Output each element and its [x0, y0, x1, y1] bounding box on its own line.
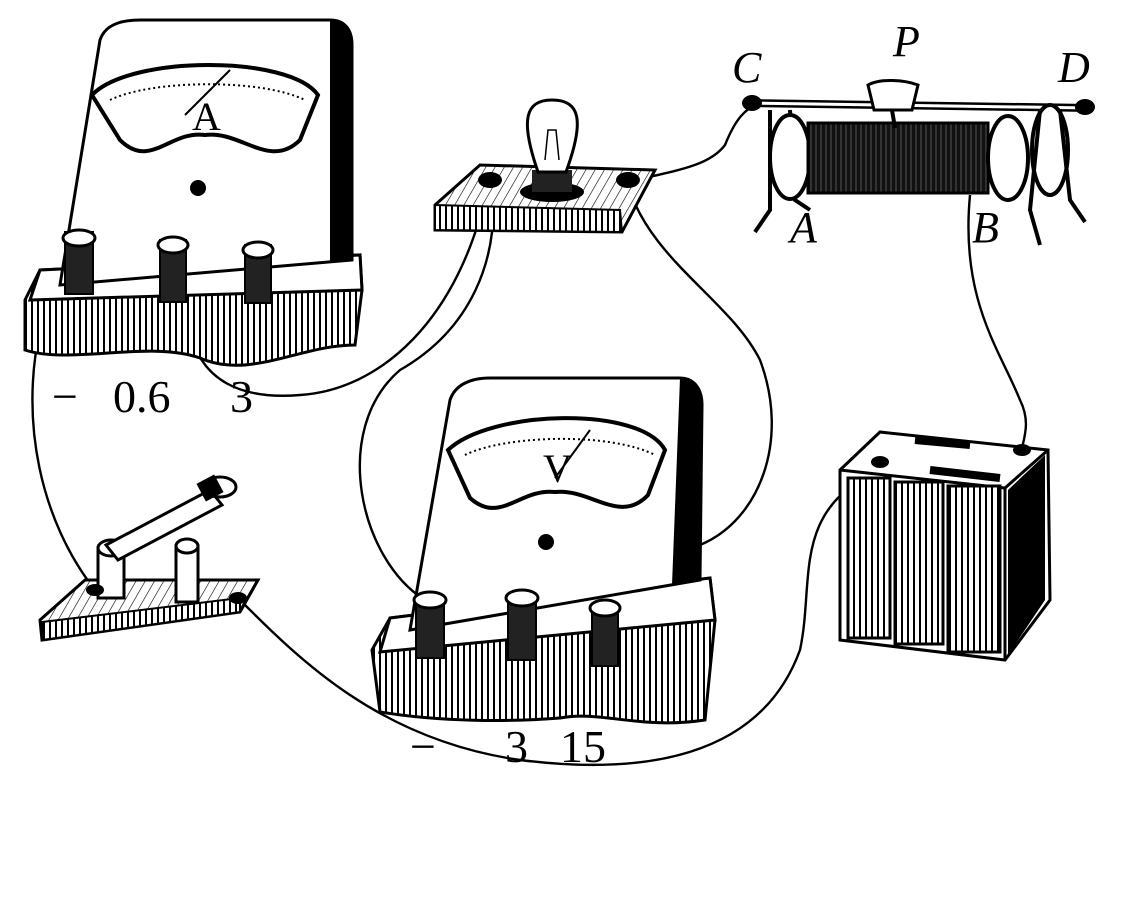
wire-ammeter-neg-to-switch: [31, 329, 96, 591]
voltmeter-label-15: 15: [560, 721, 606, 772]
ammeter-label-neg: −: [52, 371, 78, 422]
zero-adjust-screw[interactable]: [538, 534, 554, 550]
switch-blade[interactable]: [103, 474, 238, 562]
ammeter: A: [23, 18, 364, 367]
switch-terminal-left[interactable]: [86, 584, 104, 596]
rheostat-label-c: C: [732, 43, 762, 92]
rheostat-label-d: D: [1057, 43, 1090, 92]
rheostat-label-a: A: [787, 203, 818, 252]
wires: [31, 101, 1028, 767]
switch: [38, 474, 261, 642]
voltmeter: V: [370, 376, 717, 725]
wire-lamp-to-rheostat-c: [634, 101, 761, 182]
ammeter-terminal-0.6[interactable]: [156, 235, 190, 303]
voltmeter-label-3: 3: [505, 721, 528, 772]
battery: [838, 430, 1052, 662]
rheostat-terminal-d[interactable]: [1075, 99, 1095, 115]
wire-switch-to-battery: [239, 468, 881, 767]
rheostat-terminal-c[interactable]: [742, 95, 762, 111]
voltmeter-terminal-3[interactable]: [504, 588, 540, 661]
battery-terminal-neg[interactable]: [871, 456, 889, 468]
rheostat-label-p: P: [892, 17, 920, 66]
lamp-terminal-right[interactable]: [616, 172, 640, 188]
voltmeter-label-neg: −: [410, 721, 436, 772]
rheostat-slider[interactable]: [866, 79, 920, 129]
wire-rheostat-b-to-battery: [967, 194, 1028, 449]
ammeter-terminal-neg[interactable]: [61, 228, 97, 295]
ammeter-label-3: 3: [230, 371, 253, 422]
switch-terminal-right[interactable]: [229, 592, 247, 604]
lamp: [433, 98, 658, 234]
lamp-terminal-left[interactable]: [478, 172, 502, 188]
rheostat-label-b: B: [972, 203, 999, 252]
ammeter-terminal-3[interactable]: [241, 240, 275, 304]
voltmeter-dial-symbol: V: [543, 446, 572, 491]
bulb-icon: [525, 98, 579, 174]
voltmeter-terminal-neg[interactable]: [412, 590, 448, 659]
wire-lamp-to-voltmeter-neg: [358, 184, 495, 602]
wire-ammeter-3-to-lamp: [188, 184, 490, 397]
ammeter-dial-symbol: A: [192, 94, 221, 139]
zero-adjust-screw[interactable]: [190, 180, 206, 196]
voltmeter-terminal-15[interactable]: [588, 598, 622, 667]
ammeter-label-0.6: 0.6: [113, 371, 171, 422]
battery-terminal-pos[interactable]: [1013, 444, 1031, 456]
rheostat: [742, 79, 1095, 246]
